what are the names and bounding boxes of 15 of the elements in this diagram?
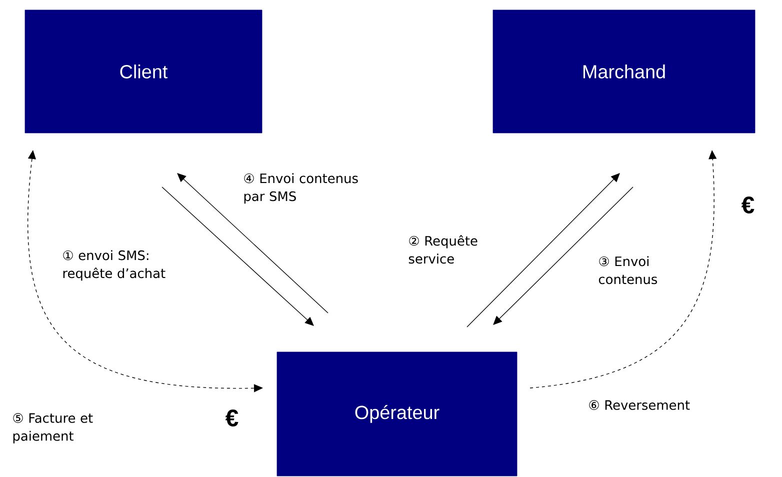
edge-label: ⑤ Facture et paiement [13, 413, 93, 444]
edge-label: ⑥ Reversement [589, 400, 690, 410]
euro-sign: € [741, 196, 754, 214]
edge-label: ③ Envoi contenus [598, 256, 658, 284]
arrow [466, 173, 620, 328]
arrow [177, 173, 328, 314]
arrow [493, 186, 634, 325]
process-box: Opérateur [276, 352, 518, 476]
edge-label: ④ Envoi contenus par SMS [244, 173, 358, 204]
process-box: Marchand [492, 10, 756, 134]
edge-label: ① envoi SMS: requête d’achat [63, 250, 166, 281]
process-box: Client [24, 10, 262, 134]
edge-label: ② Requête service [408, 235, 478, 264]
arrow [162, 186, 314, 326]
euro-sign: € [225, 410, 238, 426]
